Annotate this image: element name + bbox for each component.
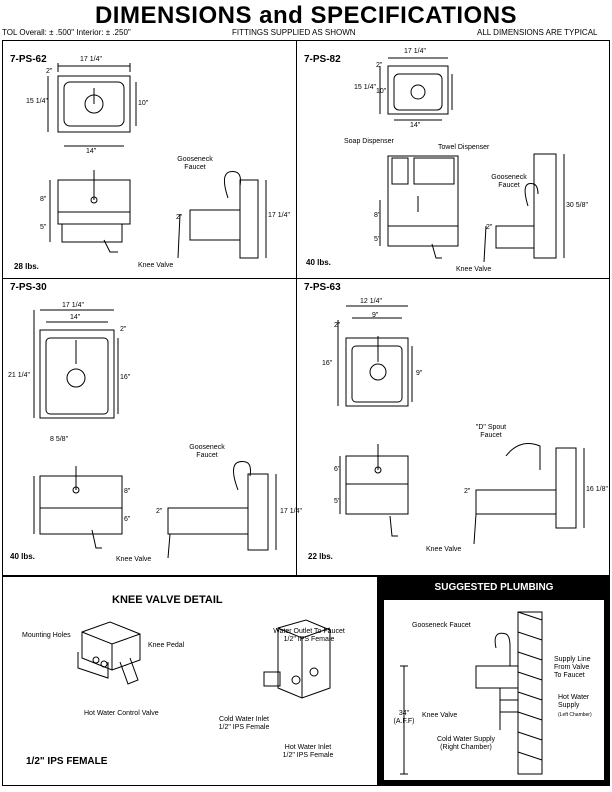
model-ps82: 7-PS-82	[304, 54, 341, 65]
ps82-side-h: 30 5/8"	[566, 202, 588, 209]
ips-female-label: 1/2" IPS FEMALE	[26, 756, 108, 767]
hot-inlet-label: Hot Water Inlet 1/2" IPS Female	[282, 744, 334, 759]
ps82-knee-label: Knee Valve	[456, 266, 492, 273]
ps30-side-h: 17 1/4"	[280, 508, 302, 515]
ps30-depth: 21 1/4"	[8, 372, 30, 379]
plumbing-knee-label: Knee Valve	[422, 712, 458, 719]
ps30-faucet-offset: 8 5/8"	[50, 436, 69, 443]
ps62-width-top: 17 1/4"	[80, 56, 102, 63]
ps63-height-upper: 6"	[334, 466, 341, 473]
tolerance-note: TOL Overall: ± .500" Interior: ± .250"	[2, 28, 131, 37]
vertical-divider	[296, 40, 297, 576]
ps30-faucet-label: Gooseneck Faucet	[189, 444, 225, 459]
horizontal-divider	[2, 278, 610, 279]
ps63-inner-h: 9"	[416, 370, 423, 377]
ps62-inner-h: 10"	[138, 100, 149, 107]
page-title: DIMENSIONS and SPECIFICATIONS	[94, 2, 518, 29]
knee-detail-title: KNEE VALVE DETAIL	[112, 594, 223, 606]
ps63-knee-label: Knee Valve	[426, 546, 462, 553]
ps30-inner-h: 16"	[120, 374, 131, 381]
hot-supply-label: Hot Water Supply	[558, 694, 590, 709]
fittings-note: FITTINGS SUPPLIED AS SHOWN	[232, 28, 356, 37]
weight-ps63: 22 lbs.	[308, 552, 333, 561]
ps63-faucet-label: "D" Spout Faucet	[475, 424, 507, 439]
supply-line-label: Supply Line From Valve To Faucet	[554, 656, 591, 679]
ps63-inner-w: 9"	[372, 312, 379, 319]
typical-note: ALL DIMENSIONS ARE TYPICAL	[477, 28, 598, 37]
ps82-faucet-label: Gooseneck Faucet	[491, 174, 527, 189]
ps62-knee-label: Knee Valve	[138, 262, 174, 269]
ps82-height-lower: 5"	[374, 236, 381, 243]
ps62-faucet-label: Gooseneck Faucet	[177, 156, 213, 171]
knee-detail-frame	[2, 576, 378, 786]
ps62-inner-w: 14"	[86, 148, 97, 155]
ps82-towel-label: Towel Dispenser	[438, 144, 490, 151]
ps82-depth: 15 1/4"	[354, 84, 376, 91]
ps82-width-top: 17 1/4"	[404, 48, 426, 55]
ps82-inner-w: 14"	[410, 122, 421, 129]
ps30-back: 2"	[120, 326, 127, 333]
ps30-knee-label: Knee Valve	[116, 556, 152, 563]
ps30-height-lower: 6"	[124, 516, 131, 523]
ps62-side-back: 2"	[176, 214, 183, 221]
ps30-inner-w: 14"	[70, 314, 81, 321]
drawings-frame	[2, 40, 610, 576]
ps63-back: 2"	[334, 322, 341, 329]
ps62-back: 2"	[46, 68, 53, 75]
ps82-soap-label: Soap Dispenser	[344, 138, 394, 145]
model-ps30: 7-PS-30	[10, 282, 47, 293]
ps82-back: 2"	[376, 62, 383, 69]
ps62-side-h: 17 1/4"	[268, 212, 290, 219]
cold-supply-label: Cold Water Supply (Right Chamber)	[436, 736, 496, 751]
plumbing-faucet-label: Gooseneck Faucet	[412, 622, 471, 629]
ps82-side-back: 2"	[486, 224, 493, 231]
cold-inlet-label: Cold Water Inlet 1/2" IPS Female	[218, 716, 270, 731]
ps82-inner-h: 10"	[376, 88, 387, 95]
hot-control-label: Hot Water Control Valve	[84, 710, 159, 717]
ps63-side-h: 16 1/8"	[586, 486, 608, 493]
plumbing-height: 34" (A.F.F)	[393, 710, 415, 725]
weight-ps30: 40 lbs.	[10, 552, 35, 561]
knee-pedal-label: Knee Pedal	[148, 642, 185, 649]
ps30-side-back: 2"	[156, 508, 163, 515]
ps63-side-back: 2"	[464, 488, 471, 495]
hot-supply-note: (Left Chamber)	[558, 712, 592, 718]
ps30-width-top: 17 1/4"	[62, 302, 84, 309]
plumbing-panel-inner	[384, 600, 604, 780]
ps62-depth: 15 1/4"	[26, 98, 48, 105]
ps62-height-upper: 8"	[40, 196, 47, 203]
weight-ps62: 28 lbs.	[14, 262, 39, 271]
weight-ps82: 40 lbs.	[306, 258, 331, 267]
ps63-depth: 16"	[322, 360, 333, 367]
ps30-height-upper: 8"	[124, 488, 131, 495]
ps82-height-upper: 8"	[374, 212, 381, 219]
plumbing-title: SUGGESTED PLUMBING	[434, 582, 554, 593]
mounting-holes-label: Mounting Holes	[22, 632, 71, 639]
ps62-height-lower: 5"	[40, 224, 47, 231]
outlet-label: Water Outlet To Faucet 1/2" IPS Female	[273, 628, 345, 643]
ps63-width-top: 12 1/4"	[360, 298, 382, 305]
model-ps63: 7-PS-63	[304, 282, 341, 293]
model-ps62: 7-PS-62	[10, 54, 47, 65]
ps63-height-lower: 5"	[334, 498, 341, 505]
